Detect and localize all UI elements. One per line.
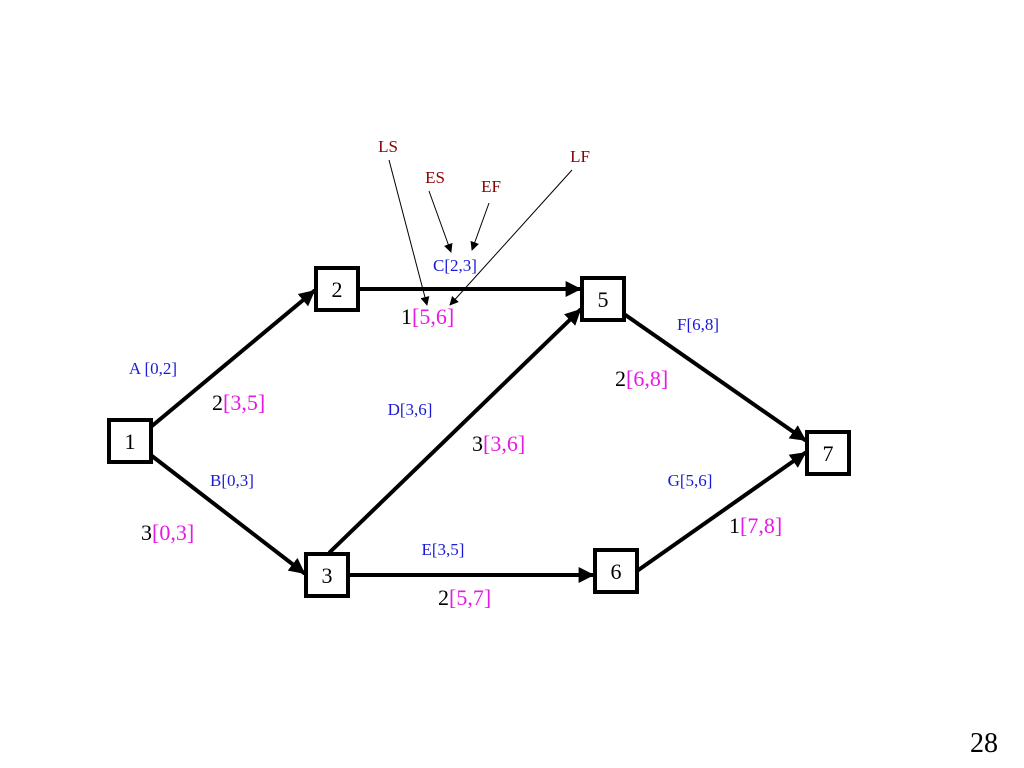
late-start-finish-value: [3,5] — [223, 390, 265, 415]
node-2-box — [314, 266, 360, 312]
activity-label-e: E[3,5] — [422, 540, 465, 559]
annotation-ef-pointer-arrow — [470, 202, 490, 251]
duration-value: 3 — [472, 431, 483, 456]
duration-value: 1 — [401, 304, 412, 329]
annotation-es-label: ES — [425, 168, 445, 187]
activity-label-g: G[5,6] — [668, 471, 713, 490]
duration-timing-label-e: 2[5,7] — [438, 585, 491, 610]
node-7-box — [805, 430, 851, 476]
node-6-label: 6 — [611, 559, 622, 584]
node-1-label: 1 — [125, 429, 136, 454]
annotation-es-pointer-arrow — [428, 190, 453, 253]
edge-3-5-arrow — [328, 308, 582, 554]
activity-label-c: C[2,3] — [433, 256, 477, 275]
duration-value: 1 — [729, 513, 740, 538]
node-2-label: 2 — [332, 277, 343, 302]
activity-label-b: B[0,3] — [210, 471, 254, 490]
late-start-finish-value: [6,8] — [626, 366, 668, 391]
annotation-ls-pointer-arrow — [388, 159, 430, 306]
late-start-finish-value: [0,3] — [152, 520, 194, 545]
node-5-label: 5 — [598, 287, 609, 312]
duration-value: 2 — [615, 366, 626, 391]
duration-timing-label-a: 2[3,5] — [212, 390, 265, 415]
duration-timing-label-b: 3[0,3] — [141, 520, 194, 545]
node-3-box — [304, 552, 350, 598]
duration-timing-label-d: 3[3,6] — [472, 431, 525, 456]
late-start-finish-value: [7,8] — [740, 513, 782, 538]
edge-1-3-arrow — [150, 454, 306, 575]
annotation-lf-label: LF — [570, 147, 590, 166]
activity-label-f: F[6,8] — [677, 315, 719, 334]
annotation-ef-label: EF — [481, 177, 501, 196]
node-1-box — [107, 418, 153, 464]
duration-timing-label-c: 1[5,6] — [401, 304, 454, 329]
node-5-box — [580, 276, 626, 322]
edge-6-7-arrow — [635, 451, 807, 573]
duration-value: 3 — [141, 520, 152, 545]
late-start-finish-value: [3,6] — [483, 431, 525, 456]
edge-5-7-arrow — [622, 312, 807, 442]
duration-value: 2 — [438, 585, 449, 610]
annotation-ls-label: LS — [378, 137, 398, 156]
node-6-box — [593, 548, 639, 594]
annotation-lf-pointer-arrow — [449, 169, 573, 306]
duration-timing-label-g: 1[7,8] — [729, 513, 782, 538]
node-7-label: 7 — [823, 441, 834, 466]
activity-label-d: D[3,6] — [388, 400, 433, 419]
late-start-finish-value: [5,7] — [449, 585, 491, 610]
duration-value: 2 — [212, 390, 223, 415]
activity-label-a: A [0,2] — [129, 359, 177, 378]
duration-timing-label-f: 2[6,8] — [615, 366, 668, 391]
page-number: 28 — [970, 728, 998, 759]
edge-1-2-arrow — [150, 289, 316, 428]
node-3-label: 3 — [322, 563, 333, 588]
late-start-finish-value: [5,6] — [412, 304, 454, 329]
